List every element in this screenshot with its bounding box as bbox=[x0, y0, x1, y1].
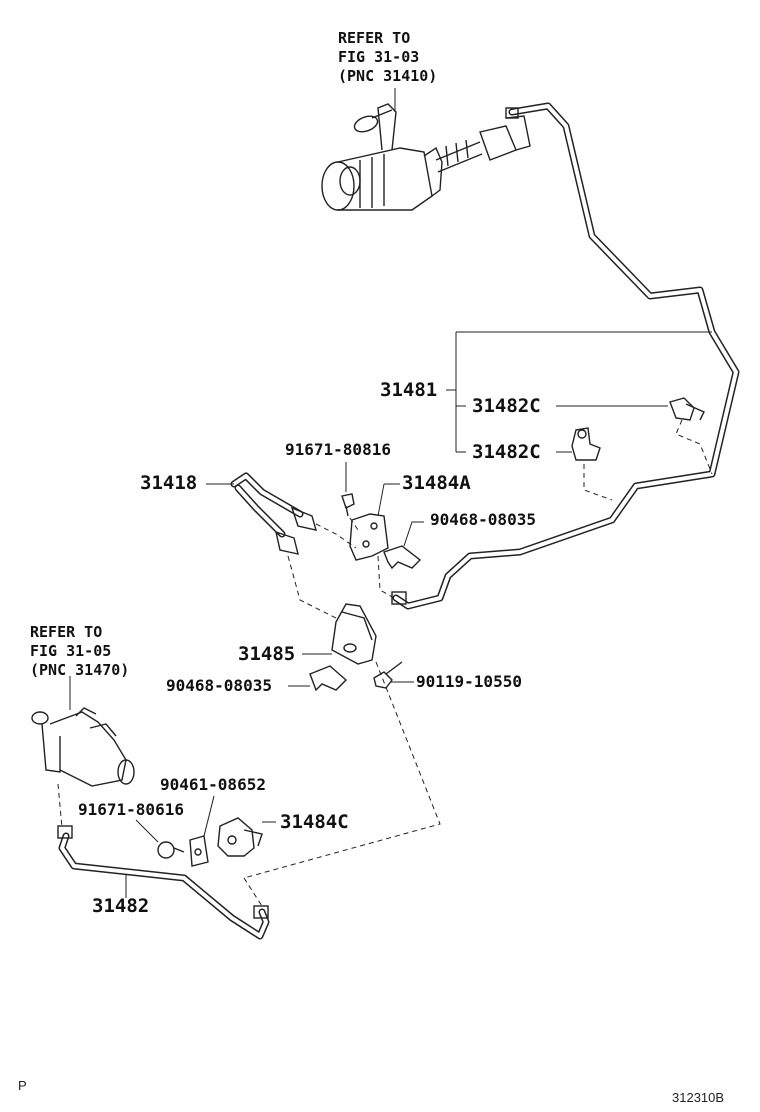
clutch-release-cylinder bbox=[31, 707, 135, 787]
label-31482: 31482 bbox=[92, 895, 150, 917]
label-91671-80616: 91671-80616 bbox=[78, 800, 184, 819]
label-31481: 31481 bbox=[380, 379, 438, 401]
label-31418: 31418 bbox=[140, 472, 198, 494]
bracket-90461-08652 bbox=[189, 835, 209, 867]
bolt-91671-80816 bbox=[341, 493, 355, 517]
label-31484c: 31484C bbox=[280, 811, 349, 833]
bracket-31484a bbox=[349, 513, 389, 561]
label-31482c-upper: 31482C bbox=[472, 395, 541, 417]
release-ref-line3: (PNC 31470) bbox=[30, 661, 130, 679]
clip-90468-08035-upper bbox=[383, 545, 422, 570]
label-91671-80816: 91671-80816 bbox=[285, 440, 391, 459]
bracket-31484c bbox=[217, 817, 263, 857]
group-bracket bbox=[446, 331, 712, 453]
bolt-90119-10550 bbox=[373, 661, 403, 689]
label-90468-08035-lower: 90468-08035 bbox=[166, 676, 272, 695]
label-31484a: 31484A bbox=[402, 472, 471, 494]
label-31485: 31485 bbox=[238, 643, 296, 665]
clamp-31482c-upper bbox=[669, 397, 705, 421]
clutch-line-31481 bbox=[391, 102, 740, 610]
corner-mark-left: P bbox=[18, 1078, 27, 1093]
clutch-line-31482 bbox=[57, 825, 270, 940]
clip-90468-08035-lower bbox=[309, 665, 348, 692]
clutch-master-cylinder bbox=[321, 103, 531, 211]
master-ref-line2: FIG 31-03 bbox=[338, 48, 420, 66]
release-ref-line2: FIG 31-05 bbox=[30, 642, 112, 660]
label-90461-08652: 90461-08652 bbox=[160, 775, 266, 794]
figure-code: 312310B bbox=[672, 1090, 725, 1105]
release-ref-line1: REFER TO bbox=[30, 623, 103, 641]
master-ref-line3: (PNC 31410) bbox=[338, 67, 438, 85]
label-31482c-lower: 31482C bbox=[472, 441, 541, 463]
master-ref-line1: REFER TO bbox=[338, 29, 411, 47]
flexible-hose-31418 bbox=[230, 472, 317, 555]
bolt-91671-80616 bbox=[157, 841, 185, 859]
bracket-31485 bbox=[331, 603, 377, 665]
clamp-31482c-lower bbox=[571, 427, 601, 461]
label-90468-08035-upper: 90468-08035 bbox=[430, 510, 536, 529]
label-90119-10550: 90119-10550 bbox=[416, 672, 522, 691]
